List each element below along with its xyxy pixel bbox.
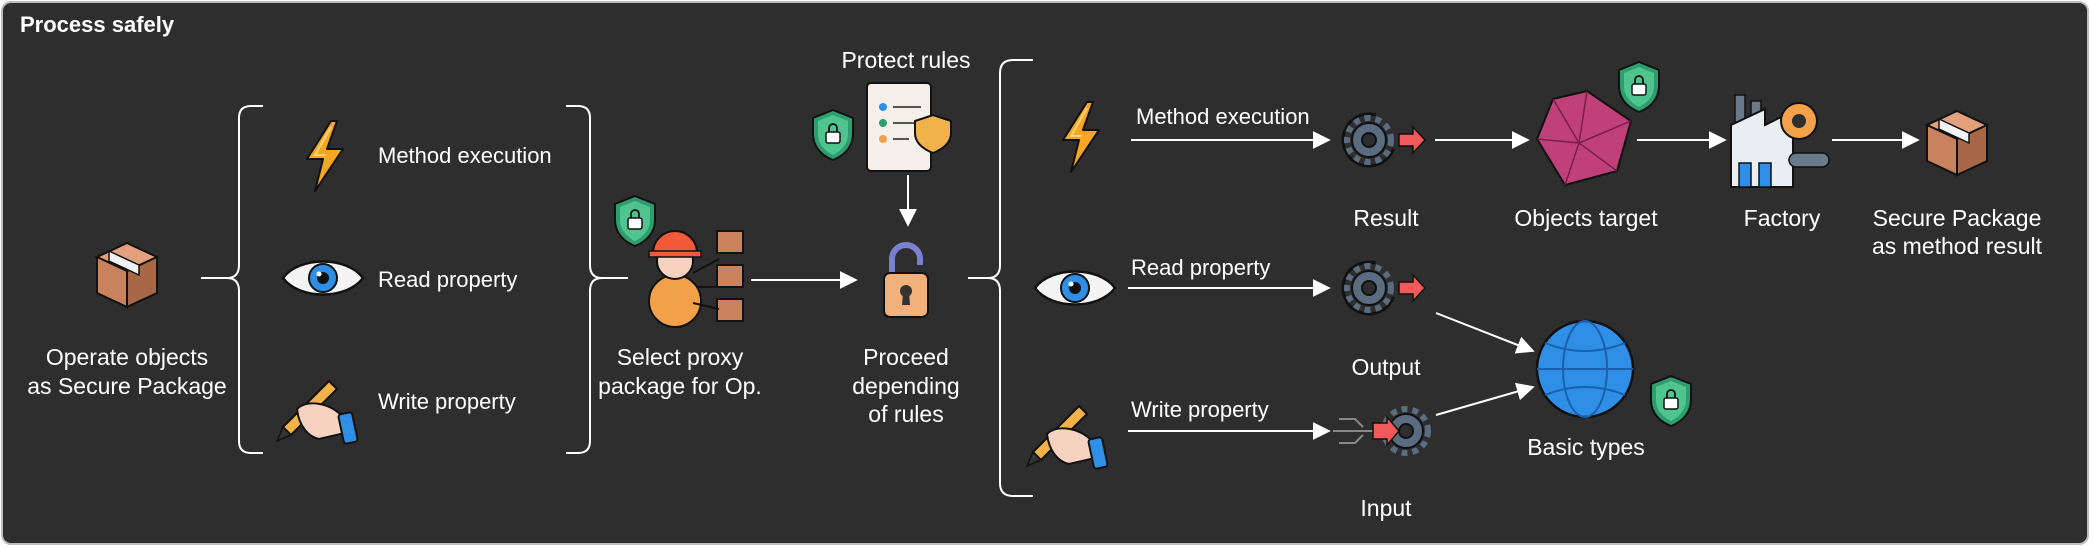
- method-execution-lightning-icon: [306, 120, 344, 192]
- right-write-pen-icon: [1026, 405, 1109, 471]
- arrow-input-to-basic-types: [1435, 382, 1535, 416]
- factory-label: Factory: [1744, 205, 1821, 231]
- proceed-label-line2: depending: [852, 373, 959, 399]
- operation-read-property-label: Read property: [378, 267, 517, 292]
- secure-package-result-label-line2: as method result: [1872, 233, 2043, 259]
- output-gear-icon: [1336, 255, 1425, 322]
- diagram-title: Process safely: [20, 12, 175, 37]
- proxy-worker-icon: [648, 230, 744, 328]
- open-padlock-icon: [884, 245, 928, 317]
- factory-icon: [1730, 94, 1830, 188]
- diagram-canvas: Process safely Operate objects as Secure…: [20, 12, 2043, 521]
- read-property-eye-icon: [281, 260, 365, 296]
- arrow-output-to-basic-types: [1435, 312, 1535, 354]
- protect-rules-label: Protect rules: [841, 47, 970, 73]
- rules-shield-icon: [812, 109, 854, 161]
- proceed-label-line1: Proceed: [863, 344, 949, 370]
- output-label: Output: [1351, 354, 1421, 380]
- secure-package-result-label-line1: Secure Package: [1873, 205, 2042, 231]
- input-gear-icon: [1333, 409, 1428, 453]
- result-gear-icon: [1336, 107, 1425, 174]
- right-write-property-label: Write property: [1131, 397, 1269, 422]
- operation-method-execution-label: Method execution: [378, 143, 552, 168]
- objects-target-label: Objects target: [1514, 205, 1658, 231]
- rules-document-icon: [866, 82, 952, 172]
- proxy-shield-icon: [614, 195, 656, 247]
- result-label: Result: [1353, 205, 1419, 231]
- right-read-property-label: Read property: [1131, 255, 1270, 280]
- basic-types-label: Basic types: [1527, 434, 1645, 460]
- operate-objects-label-line1: Operate objects: [46, 344, 208, 370]
- basic-types-shield-icon: [1650, 375, 1692, 427]
- input-label: Input: [1360, 495, 1412, 521]
- write-property-pen-icon: [276, 380, 359, 446]
- right-method-lightning-icon: [1062, 101, 1100, 173]
- right-open-brace: [968, 59, 1033, 497]
- objects-target-gem-icon: [1535, 89, 1633, 187]
- proceed-label-line3: of rules: [868, 401, 943, 427]
- basic-types-globe-icon: [1535, 319, 1635, 419]
- operate-objects-label-line2: as Secure Package: [27, 373, 226, 399]
- right-read-eye-icon: [1033, 270, 1117, 306]
- secure-package-icon: [96, 242, 158, 308]
- result-secure-package-icon: [1926, 110, 1988, 176]
- right-method-execution-label: Method execution: [1136, 104, 1310, 129]
- select-proxy-label-line1: Select proxy: [617, 344, 744, 370]
- select-proxy-label-line2: package for Op.: [598, 373, 762, 399]
- left-close-brace: [566, 105, 628, 454]
- left-open-brace: [201, 105, 263, 454]
- operation-write-property-label: Write property: [378, 389, 516, 414]
- objects-target-shield-icon: [1618, 61, 1660, 113]
